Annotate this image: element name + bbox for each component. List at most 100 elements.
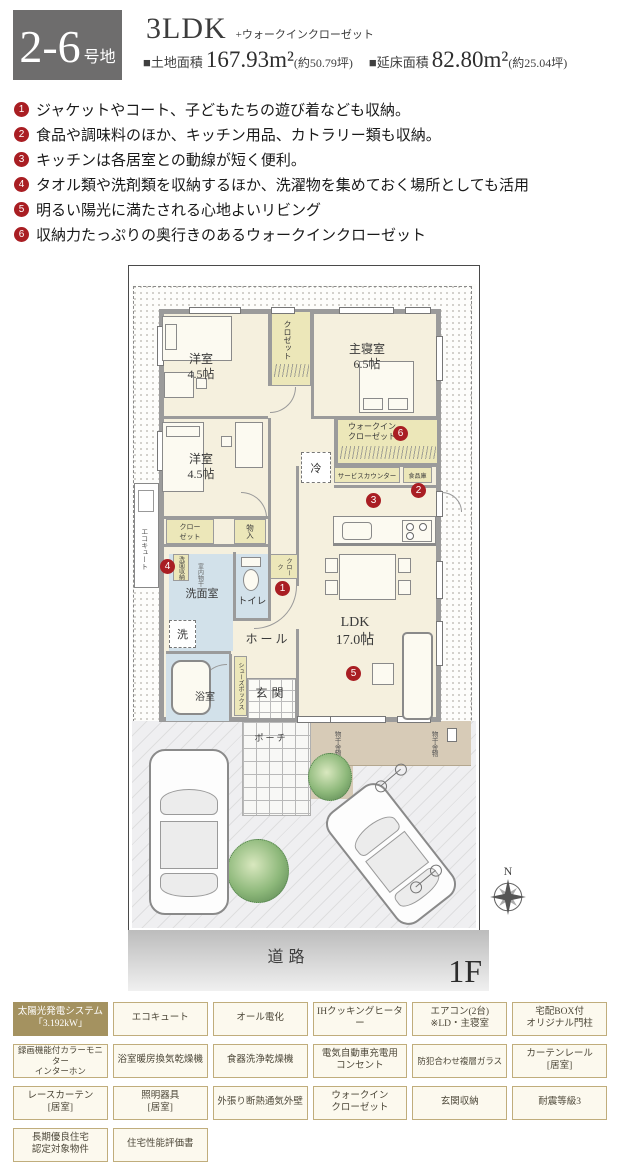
floor-area-tsubo: (約25.04坪) (508, 56, 568, 70)
floor-area-value: 82.80m² (431, 47, 509, 72)
wall (162, 544, 268, 547)
wall (162, 416, 268, 419)
hanger-symbol (339, 446, 436, 459)
room-label-master: 主寝室 6.5帖 (348, 342, 385, 371)
plan-badge-5: 5 (346, 666, 361, 681)
wall (162, 516, 268, 519)
room-label-bedroom2: 洋室 4.5帖 (187, 452, 215, 481)
entrance-door (297, 716, 331, 723)
toilet-tank (241, 557, 261, 567)
toilet-bowl (243, 569, 259, 591)
tree (308, 753, 352, 801)
car-rear-window (160, 873, 218, 897)
wall (166, 651, 231, 654)
equipment-item: 耐震等級3 (512, 1086, 607, 1120)
equipment-item: ウォークイン クローゼット (312, 1086, 408, 1120)
pillow (363, 398, 383, 410)
equipment-item: 照明器具 [居室] (112, 1086, 208, 1120)
compass: N (486, 864, 530, 920)
window (436, 336, 443, 381)
side-table (372, 663, 394, 685)
feature-number-badge: 1 (14, 102, 29, 117)
floor-area-label: ■延床面積 (368, 55, 429, 70)
label-laundry-hardware: 物干金物 (430, 731, 438, 757)
wall (311, 416, 441, 419)
car (149, 749, 229, 915)
room-label-toilet: トイレ (237, 597, 267, 607)
service-counter: サービスカウンター (334, 467, 400, 483)
road-label: 道路 (267, 949, 310, 966)
equipment-item: レースカーテン [居室] (13, 1086, 108, 1120)
entrance-approach (242, 721, 311, 816)
room-label-bath: 浴室 (195, 692, 215, 703)
site-boundary-left (133, 286, 134, 722)
feature-number-badge: 2 (14, 127, 29, 142)
window-sliding (324, 716, 386, 723)
window (271, 307, 295, 314)
tree (227, 839, 289, 903)
room-label-porch: ポーチ (254, 733, 288, 743)
feature-number-badge: 4 (14, 177, 29, 192)
room-label-hall: ホール (245, 632, 291, 646)
label-laundry-hardware: 物干金物 (333, 731, 341, 757)
wall (296, 466, 299, 586)
chair (325, 558, 338, 573)
equipment-grid: 太陽光発電システム 「3.192kW」 エコキュート オール電化 IHクッキング… (13, 1002, 607, 1162)
room-label-entrance: 玄関 (255, 686, 288, 700)
plan-title: 3LDK +ウォークインクローゼット (146, 12, 374, 46)
wall (233, 618, 271, 621)
chair (325, 580, 338, 595)
window (339, 307, 394, 314)
washer-space: 洗 (169, 620, 196, 648)
wall (233, 552, 236, 621)
room-label-wic: ウォークイン クローゼット (348, 422, 396, 441)
plan-type-extra: +ウォークインクローゼット (235, 29, 374, 41)
desk (235, 422, 263, 468)
window (436, 621, 443, 666)
car-windshield (160, 789, 218, 815)
equipment-item: 外張り断熱通気外壁 (212, 1086, 308, 1120)
equipment-item: エコキュート (112, 1002, 208, 1036)
pantry: 食品庫 (403, 467, 432, 483)
wall (268, 311, 271, 386)
chair (398, 580, 411, 595)
equipment-item: エアコン(2台) ※LD・主寝室 (412, 1002, 508, 1036)
equipment-item: 防犯合わせ複層ガラス (412, 1044, 508, 1078)
plan-badge-1: 1 (275, 581, 290, 596)
dining-table (339, 554, 396, 600)
equipment-item: カーテンレール [居室] (512, 1044, 607, 1078)
equipment-item: 太陽光発電システム 「3.192kW」 (13, 1002, 108, 1036)
equipment-item: 録画機能付カラーモニター インターホン (13, 1044, 108, 1078)
feature-number-badge: 3 (14, 152, 29, 167)
equipment-item: 浴室暖房換気乾燥機 (112, 1044, 208, 1078)
lot-number-suffix: 号地 (83, 49, 116, 66)
chair (398, 558, 411, 573)
washroom-storage: 洗面収納 (173, 554, 189, 581)
equipment-item: 宅配BOX付 オリジナル門柱 (512, 1002, 607, 1036)
feature-text: 明るい陽光に満たされる心地よいリビング (36, 203, 322, 219)
hanger-symbol (273, 364, 309, 377)
equipment-item: 食器洗浄乾燥機 (212, 1044, 308, 1078)
wall (229, 654, 232, 721)
plan-badge-4: 4 (160, 559, 175, 574)
road-band: 道路 1F (128, 930, 489, 991)
outdoor-tap (447, 728, 457, 742)
equipment-item: オール電化 (212, 1002, 308, 1036)
chair (196, 378, 207, 389)
wall (334, 485, 438, 488)
land-area-value: 167.93m² (205, 47, 294, 72)
wall (334, 464, 438, 467)
equipment-item: 電気自動車充電用 コンセント (312, 1044, 408, 1078)
burner-icon (419, 523, 427, 531)
pillow (165, 324, 177, 350)
plan-badge-3: 3 (366, 493, 381, 508)
feature-text: ジャケットやコート、子どもたちの遊び着なども収納。 (36, 103, 410, 119)
land-area-tsubo: (約50.79坪) (293, 56, 353, 70)
room-label-bedroom1: 洋室 4.5帖 (187, 352, 215, 381)
window (405, 307, 431, 314)
burner-icon (406, 532, 414, 540)
